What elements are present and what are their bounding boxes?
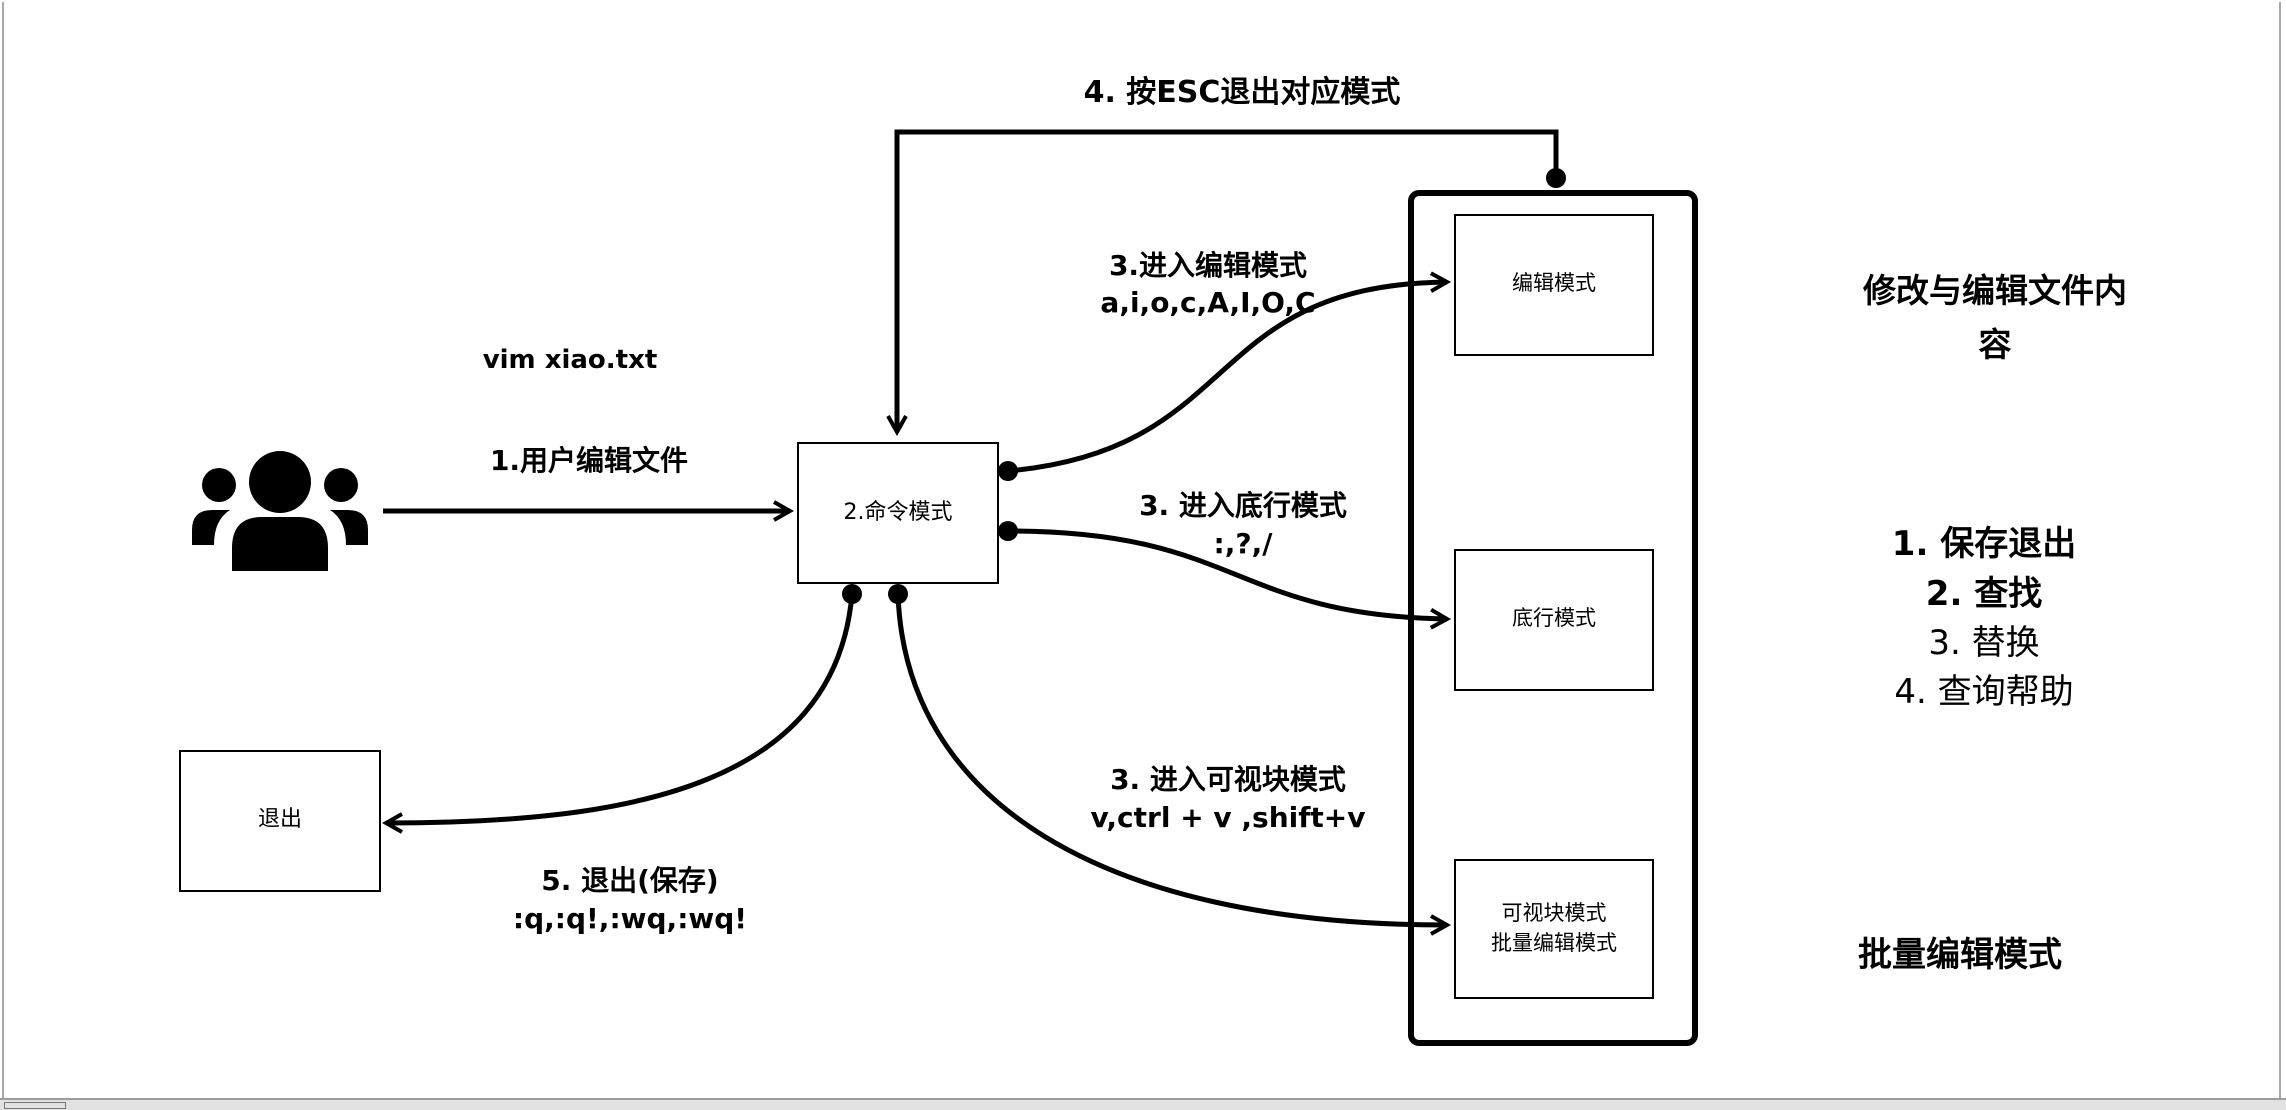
bottom-item-3: 3. 替换 xyxy=(1928,623,2039,663)
enter-visual-label-1: 3. 进入可视块模式 xyxy=(1110,763,1346,796)
edit-mode-label: 编辑模式 xyxy=(1512,271,1596,295)
enter-bottom-label-1: 3. 进入底行模式 xyxy=(1139,489,1347,522)
bottom-item-1: 1. 保存退出 xyxy=(1892,524,2076,564)
bottom-status-strip xyxy=(0,1098,2286,1110)
visual-mode-box: 可视块模式 批量编辑模式 xyxy=(1454,859,1654,999)
arrow-command-to-bottom xyxy=(998,521,1447,619)
visual-mode-label-2: 批量编辑模式 xyxy=(1491,931,1617,955)
arrow-command-to-edit xyxy=(998,282,1447,481)
bottom-item-2: 2. 查找 xyxy=(1926,574,2042,614)
command-mode-box: 2.命令模式 xyxy=(797,442,999,584)
bottom-line-mode-box: 底行模式 xyxy=(1454,549,1654,691)
edit-desc-line-2: 容 xyxy=(1979,325,2012,364)
user-edit-label: 1.用户编辑文件 xyxy=(490,444,688,477)
visual-desc: 批量编辑模式 xyxy=(1858,935,2062,975)
enter-bottom-label-2: :,?,/ xyxy=(1214,527,1274,560)
enter-edit-label-1: 3.进入编辑模式 xyxy=(1109,249,1307,282)
arrow-command-to-exit xyxy=(386,584,862,823)
arrow-command-to-visual xyxy=(888,584,1447,925)
bottom-line-mode-label: 底行模式 xyxy=(1512,606,1596,630)
exit-label-2: :q,:q!,:wq,:wq! xyxy=(513,902,747,935)
exit-label-1: 5. 退出(保存) xyxy=(541,864,718,897)
exit-label: 退出 xyxy=(258,807,302,832)
bottom-item-4: 4. 查询帮助 xyxy=(1894,672,2073,712)
users-group-icon xyxy=(192,451,368,571)
arrow-esc-back xyxy=(897,129,1566,432)
esc-back-label: 4. 按ESC退出对应模式 xyxy=(1084,75,1401,110)
visual-mode-label-1: 可视块模式 xyxy=(1502,901,1607,925)
exit-box: 退出 xyxy=(179,750,381,892)
enter-edit-label-2: a,i,o,c,A,I,O,C xyxy=(1100,286,1315,319)
enter-visual-label-2: v,ctrl + v ,shift+v xyxy=(1090,801,1365,834)
command-line-text: vim xiao.txt xyxy=(483,345,658,375)
edit-desc-line-1: 修改与编辑文件内 xyxy=(1862,271,2127,310)
command-mode-label: 2.命令模式 xyxy=(844,500,953,525)
edit-mode-box: 编辑模式 xyxy=(1454,214,1654,356)
